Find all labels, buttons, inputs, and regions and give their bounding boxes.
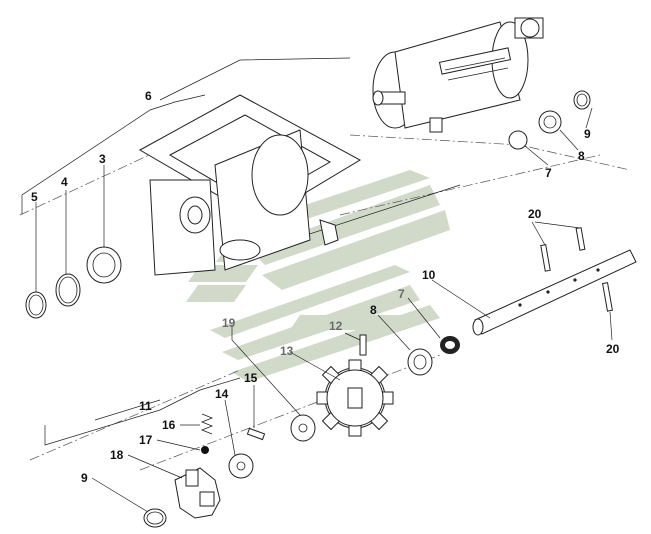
label-11: 11 [139,399,152,413]
circlip-9-top [573,90,591,110]
label-12: 12 [329,319,343,333]
label-8-mid: 8 [370,303,377,317]
pin-15 [246,427,266,441]
label-19: 19 [222,316,236,330]
pin-12 [359,334,367,356]
label-16: 16 [162,418,176,432]
housing [138,94,362,276]
company-logo-watermark [186,170,450,382]
label-9-bottom: 9 [81,471,88,485]
spring-16 [200,413,214,435]
label-10: 10 [422,268,436,282]
label-17: 17 [139,433,153,447]
washer-19 [290,414,316,442]
pin-20c [602,282,613,312]
bearing-8-mid [407,348,433,376]
shaft-10 [472,249,637,336]
pin-20a [540,244,551,272]
label-6: 6 [145,89,152,103]
gear-13 [316,359,394,437]
clutch-18 [174,467,221,519]
label-15: 15 [244,371,258,385]
label-14: 14 [215,387,229,401]
label-8-top: 8 [578,149,585,163]
label-9-top: 9 [584,127,591,141]
leader-lines [35,107,613,513]
label-3: 3 [99,152,106,166]
ring-4 [55,273,81,307]
label-18: 18 [110,448,124,462]
pin-20b [575,227,586,251]
label-5: 5 [31,190,38,204]
motor [372,17,544,133]
bearing-3 [86,246,122,284]
label-7-top: 7 [545,166,552,180]
bearing-8-top [538,110,562,134]
label-20-bottom: 20 [606,342,620,356]
part-labels: 6 5 4 3 9 8 7 20 20 10 7 8 12 13 19 15 1… [31,89,620,485]
label-13: 13 [280,344,294,358]
washer-14 [228,453,254,479]
label-7-mid: 7 [398,287,405,301]
ball-17 [201,446,209,454]
label-4: 4 [61,175,68,189]
label-20-top: 20 [528,207,542,221]
